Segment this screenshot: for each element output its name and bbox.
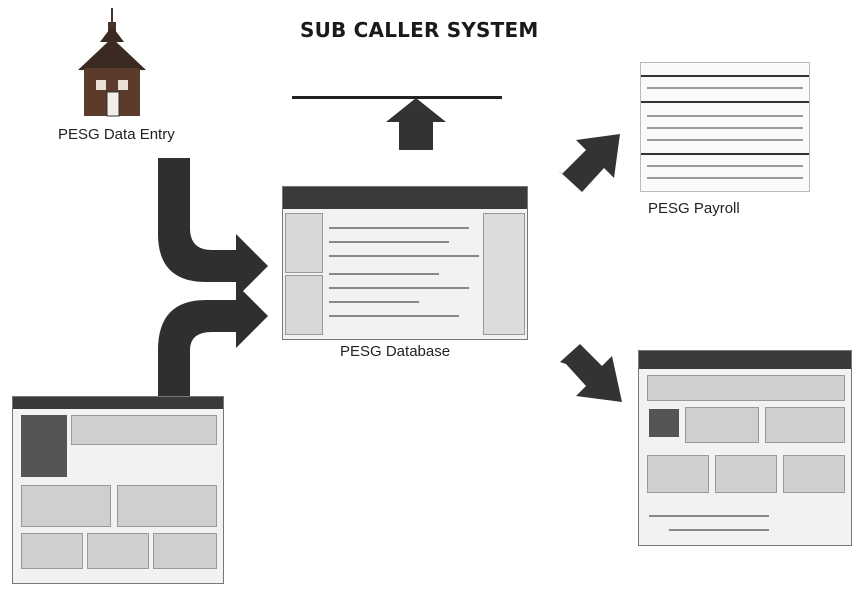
curved-arrow-bottom [158, 284, 268, 404]
arrow-to-payroll [558, 134, 620, 192]
payroll-label: PESG Payroll [648, 200, 740, 217]
payroll-screenshot [640, 62, 810, 192]
output-line [292, 96, 502, 99]
database-screenshot [282, 186, 528, 340]
portal-screenshot-right [638, 350, 852, 546]
curved-arrow-top [158, 158, 268, 298]
data-entry-label: PESG Data Entry [58, 126, 175, 143]
portal-screenshot-left [12, 396, 224, 584]
arrow-to-portal [560, 344, 622, 402]
diagram-title: SUB CALLER SYSTEM [300, 18, 539, 42]
schoolhouse-icon [78, 8, 146, 118]
database-label: PESG Database [340, 343, 451, 360]
up-arrow [386, 98, 446, 150]
